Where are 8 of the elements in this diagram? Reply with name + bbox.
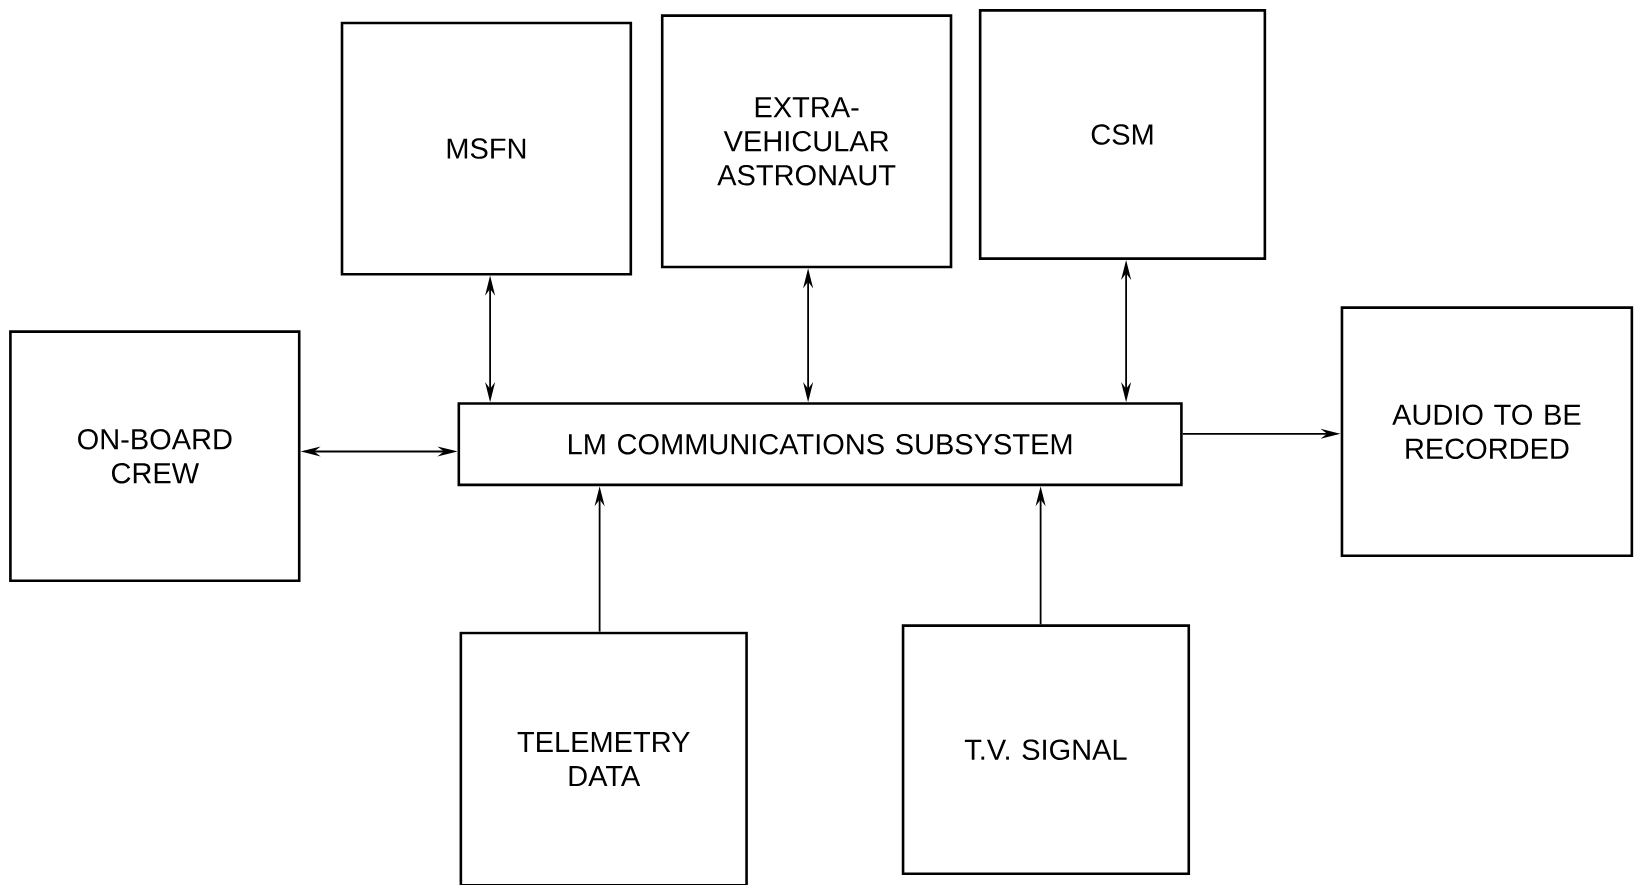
block-box: EXTRA-VEHICULAR ASTRONAUT: [660, 14, 953, 269]
subsystem-box: LM COMMUNICATIONS SUBSYSTEM: [457, 402, 1183, 487]
block-box: MSFN: [340, 21, 633, 276]
block-box: T.V. SIGNAL: [901, 624, 1191, 876]
block-box: CSM: [978, 9, 1267, 260]
block-box: ON-BOARD CREW: [9, 330, 301, 583]
block-box: TELEMETRY DATA: [459, 631, 748, 885]
block-box: AUDIO TO BE RECORDED: [1340, 306, 1634, 558]
